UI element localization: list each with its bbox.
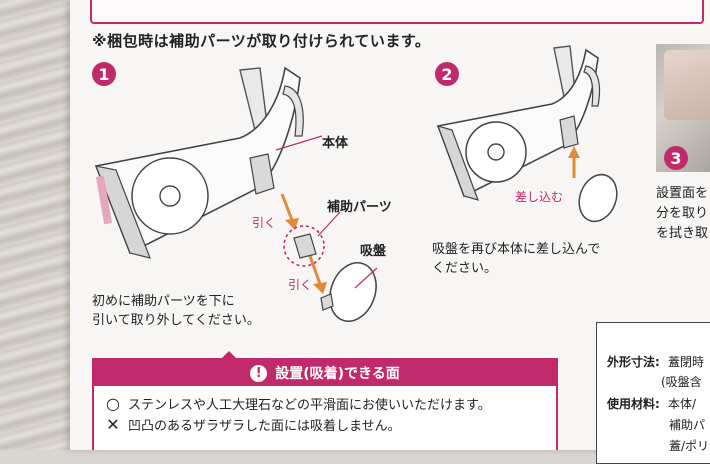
specification-box: 外形寸法: 蓋閉時 (吸盤含 使用材料: 本体/ 補助パ 蓋/ポリ — [596, 322, 710, 464]
suction-cup-illustration — [320, 262, 378, 322]
step-1-instruction-line2: 引いて取り外してください。 — [92, 313, 260, 328]
header-frame — [90, 0, 704, 24]
step-3-instruction-line3: を拭き取 — [656, 226, 709, 241]
surface-box-heading: ! 設置(吸着)できる面 — [94, 360, 556, 386]
spec-material-value-1: 本体/ — [668, 397, 697, 411]
step-2-instruction-line2: ください。 — [432, 261, 498, 276]
surface-ng-text: 凹凸のあるザラザラした面には吸着しません。 — [128, 419, 401, 434]
spec-size-label: 外形寸法: — [607, 355, 660, 369]
spec-size-row: 外形寸法: 蓋閉時 — [607, 353, 704, 370]
surface-ok-line: ○ ステンレスや人工大理石などの平滑面にお使いいただけます。 — [104, 394, 491, 413]
label-suction-cup: 吸盤 — [360, 244, 387, 259]
spec-material-value-2: 補助パ — [669, 418, 706, 432]
step-1-number: 1 — [92, 62, 116, 86]
spec-size-value-1: 蓋閉時 — [668, 355, 705, 369]
mountable-surface-box: ! 設置(吸着)できる面 ○ ステンレスや人工大理石などの平滑面にお使いいただけ… — [92, 358, 558, 450]
step-1-instruction-line1: 初めに補助パーツを下に — [92, 294, 235, 309]
surface-box-pointer — [220, 351, 238, 360]
spec-material-row: 使用材料: 本体/ — [607, 395, 696, 412]
spec-material-label: 使用材料: — [607, 397, 660, 411]
wood-background — [0, 0, 72, 450]
exclamation-icon: ! — [250, 364, 268, 382]
step-2-holder-illustration — [436, 45, 618, 223]
step-3-number-overlay: 3 — [664, 146, 688, 170]
cross-ng-icon: ✕ — [106, 415, 120, 434]
circle-ok-icon: ○ — [106, 394, 120, 413]
step-2-number: 2 — [435, 62, 459, 86]
spec-size-value-2: (吸盤含 — [661, 375, 702, 389]
surface-heading-text: 設置(吸着)できる面 — [275, 366, 400, 382]
step-1-holder-illustration — [94, 66, 323, 259]
step-2-instruction-line1: 吸盤を再び本体に差し込んで — [432, 242, 601, 257]
step-3-instruction-line2: 分を取り — [656, 206, 709, 221]
insert-label: 差し込む — [515, 190, 564, 204]
surface-ok-text: ステンレスや人工大理石などの平滑面にお使いいただけます。 — [128, 398, 491, 413]
label-auxiliary-part: 補助パーツ — [327, 200, 392, 215]
label-main-body: 本体 — [322, 136, 349, 151]
step-3-instruction-line1: 設置面を — [656, 186, 709, 201]
pull-label-2: 引く — [288, 278, 313, 292]
surface-ng-line: ✕ 凹凸のあるザラザラした面には吸着しません。 — [104, 415, 401, 434]
packaging-note: ※梱包時は補助パーツが取り付けられています。 — [92, 32, 431, 50]
pull-arrows — [280, 193, 341, 294]
pull-label-1: 引く — [252, 216, 277, 230]
spec-material-value-3: 蓋/ポリ — [669, 439, 710, 453]
